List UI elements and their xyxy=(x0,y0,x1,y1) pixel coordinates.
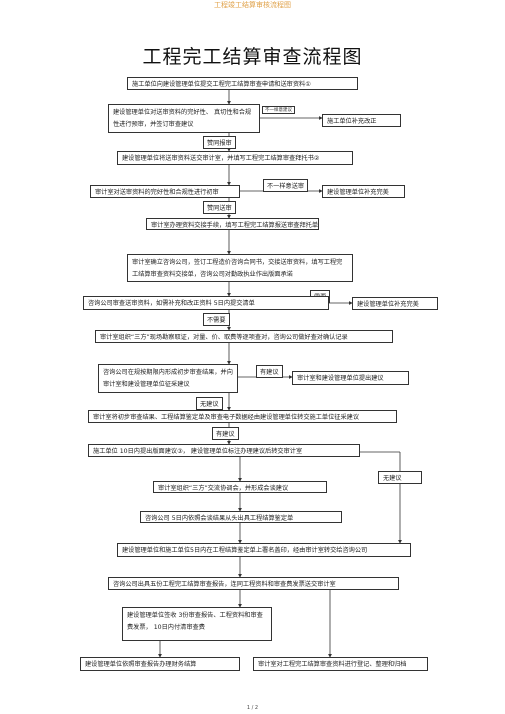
step-archive: 审计室对工程完工结算审查资料进行登记、整理和归档 xyxy=(253,657,428,671)
step-select-consultant: 审计室确立咨询公司，签订工程造价咨询合同书，交接送审资料，填写工程完工结算审查资… xyxy=(127,254,353,282)
step-preliminary-result: 咨询公司在规按期限内形成初步审查结果，并向审计室和建设管理单位征采建议 xyxy=(98,364,238,393)
step-site-survey: 审计室组织“三方”现场勘察取证，对量、价、取费等逐项查对，咨询公司做好查对确认记… xyxy=(95,330,393,343)
label-no-opinion-1: 无建议 xyxy=(196,397,223,410)
step-submit-settlement: 施工单位向建设管理单位提交工程完工结算审查申请和送审资料① xyxy=(127,77,358,90)
step-forward-results: 审计室将初步审查结果、工程结算鉴定单及审查电子数据经由建设管理单位转交施工单位征… xyxy=(88,410,397,423)
label-has-opinion-1: 有建议 xyxy=(256,365,283,378)
label-disagree-send: 不一样意送审 xyxy=(263,179,309,192)
step-preliminary-review: 建设管理单位对送审资料的完好性、 真切性和合规性进行预审，并签订审查建议 xyxy=(108,104,260,133)
step-audit-initial-review: 审计室对送审资料的完好性和合规性进行初审 xyxy=(90,185,240,198)
step-consultant-review: 咨询公司审查送审资料，如需补充和改正资料 5日内提交清单 xyxy=(83,296,329,310)
step-contractor-correct: 施工单位补充改正 xyxy=(322,114,401,127)
page-title: 工程完工结算审查流程图 xyxy=(142,46,363,68)
step-coordination-meeting: 审计室组织“三方”交流协调会，并形成会谈建议 xyxy=(153,481,327,493)
step-send-to-audit: 建设管理单位将送审资料送交审计室，并填写工程完工结算审查拜托书② xyxy=(117,151,353,165)
step-issue-report: 咨询公司出具五份工程完工结算审查报告，连同工程资料和审查费发票送交审计室 xyxy=(108,577,399,590)
step-management-complete: 建设管理单位补充完美 xyxy=(322,185,405,198)
label-disagree-opinion: 不一样意建议 xyxy=(262,106,295,114)
step-management-supplement: 建设管理单位补充完美 xyxy=(352,297,438,310)
step-audit-opinion: 审计室和建设管理单位提出建议 xyxy=(292,371,409,385)
step-sign-and-seal: 建设管理单位和施工单位5日内在工程结算鉴定单上署名盖印，经由审计室转交给咨询公司 xyxy=(117,543,411,557)
page-number: 1 / 2 xyxy=(246,705,259,711)
step-financial-settlement: 建设管理单位依照审查报告办理财务结算 xyxy=(80,657,240,671)
label-agree-submit: 赞同报审 xyxy=(203,136,236,149)
label-no-opinion-2: 无建议 xyxy=(378,471,422,484)
step-receive-report: 建设管理单位签收 3份审查报告、工程资料和审查费发票， 10日内付清审查费 xyxy=(122,607,272,641)
step-handover: 审计室办理资料交接手续，填写工程完工结算报送审查拜托单 xyxy=(146,218,319,230)
step-contractor-opinion: 施工单位 10日内提出版面建议③， 建设管理单位标注办理建议后转交审计室 xyxy=(88,444,360,457)
label-not-needed: 不需要 xyxy=(203,313,230,326)
label-has-opinion-2: 有建议 xyxy=(212,427,239,440)
label-agree-send: 赞同送审 xyxy=(203,201,236,214)
page-header: 工程竣工结算审核流程图 xyxy=(214,1,291,9)
step-reissue-appraisal: 咨询公司 5日内依照会谈结果从头出具工程结算鉴定单 xyxy=(140,511,342,523)
